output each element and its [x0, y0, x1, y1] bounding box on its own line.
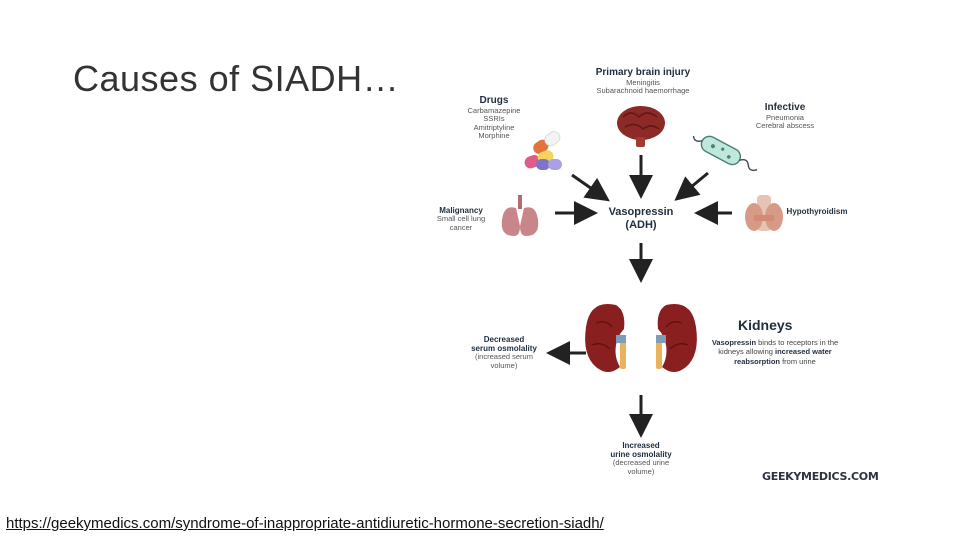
arrow-drugs-to-adh	[571, 173, 610, 202]
primary-brain-injury-item: Subarachnoid haemorrhage	[596, 86, 690, 96]
serum-bold: Decreased	[483, 335, 525, 344]
lungs-icon	[501, 195, 539, 236]
urine-bold: Increased	[622, 441, 660, 450]
serum-bold: serum osmolality	[471, 344, 537, 354]
slide-title: Causes of SIADH…	[73, 58, 400, 99]
diagram-graphics	[501, 106, 783, 438]
brain-icon	[617, 106, 665, 147]
urine-osmolality-label: Increased urine osmolality (decreased ur…	[596, 441, 686, 477]
serum-sub: (increased serum	[475, 352, 533, 362]
kidneys-desc-text: from urine	[779, 356, 816, 366]
drugs-item: Carbamazepine	[467, 105, 521, 115]
thyroid-icon	[745, 195, 783, 231]
pills-icon	[524, 131, 562, 170]
geekymedics-logo: GEEKYMEDICS.COM	[762, 470, 879, 483]
primary-brain-injury-heading: Primary brain injury	[595, 67, 691, 78]
vasopressin-label: Vasopressin (ADH)	[596, 206, 686, 231]
urine-sub: volume)	[627, 467, 655, 476]
serum-sub: volume)	[490, 361, 518, 370]
primary-brain-injury-label: Primary brain injury Meningitis Subarach…	[578, 67, 708, 96]
kidneys-description: Vasopressin binds to receptors in the ki…	[700, 338, 850, 366]
malignancy-item: cancer	[449, 222, 473, 232]
malignancy-item: Small cell lung	[436, 214, 486, 224]
drugs-heading: Drugs	[479, 95, 509, 106]
malignancy-label: Malignancy Small cell lung cancer	[426, 206, 496, 232]
drugs-item: Morphine	[478, 131, 510, 141]
arrow-infective-to-adh	[674, 171, 709, 201]
kidneys-desc-bold: increased water reabsorption	[734, 347, 832, 366]
kidneys-icon	[585, 303, 697, 372]
kidneys-desc-bold: Vasopressin	[711, 338, 757, 347]
kidneys-desc-text: binds to receptors in the kidneys allowi…	[718, 338, 839, 357]
source-link[interactable]: https://geekymedics.com/syndrome-of-inap…	[6, 515, 604, 532]
hypothyroidism-heading: Hypothyroidism	[786, 207, 848, 216]
serum-osmolality-label: Decreased serum osmolality (increased se…	[462, 335, 546, 371]
vasopressin-line1: Vasopressin	[608, 206, 674, 218]
hypothyroidism-label: Hypothyroidism	[782, 207, 852, 216]
kidneys-heading: Kidneys	[738, 317, 793, 333]
infective-label: Infective Pneumonia Cerebral abscess	[740, 102, 830, 131]
primary-brain-injury-item: Meningitis	[626, 77, 660, 87]
infective-item: Cerebral abscess	[755, 121, 815, 131]
vasopressin-line2: (ADH)	[625, 218, 657, 231]
drugs-item: SSRIs	[483, 114, 505, 124]
malignancy-heading: Malignancy	[439, 206, 483, 215]
urine-sub: (decreased urine	[612, 458, 670, 468]
infective-heading: Infective	[764, 102, 806, 113]
infective-item: Pneumonia	[766, 112, 804, 122]
bacterium-icon	[692, 135, 758, 172]
drugs-item: Amitriptyline	[473, 122, 515, 132]
drugs-label: Drugs Carbamazepine SSRIs Amitriptyline …	[454, 95, 534, 141]
siadh-diagram: Primary brain injury Meningitis Subarach…	[420, 55, 880, 495]
urine-bold: urine osmolality	[610, 450, 672, 460]
